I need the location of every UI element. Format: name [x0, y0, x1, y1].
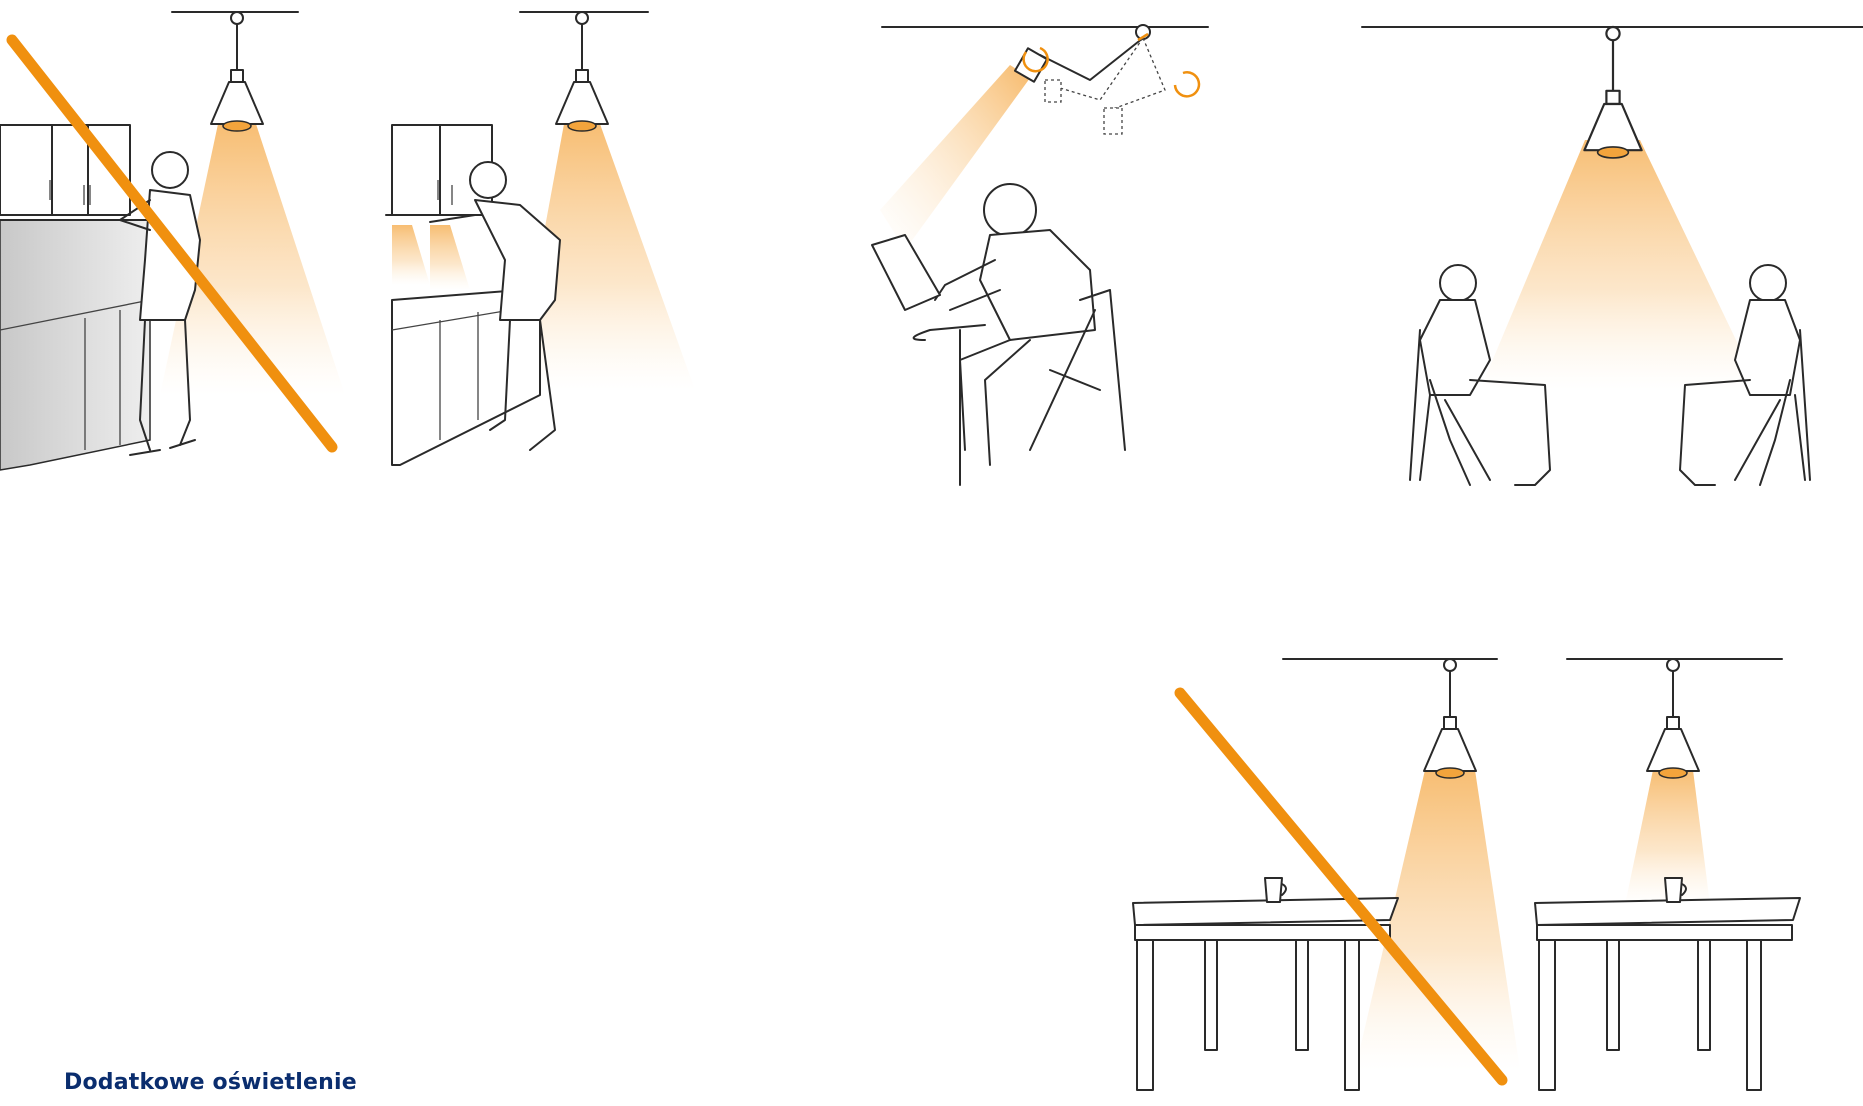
- reading-adjustable-lamp: [872, 25, 1208, 485]
- table-pendant-centered-correct: [1535, 659, 1800, 1090]
- section-heading: Dodatkowe oświetlenie: [64, 1070, 357, 1095]
- kitchen-overhead-wrong: [0, 12, 345, 470]
- two-people-seated-pendant: [1362, 27, 1863, 485]
- kitchen-undercabinet-correct: [386, 12, 695, 465]
- table-pendant-offcenter-wrong: [1133, 659, 1520, 1090]
